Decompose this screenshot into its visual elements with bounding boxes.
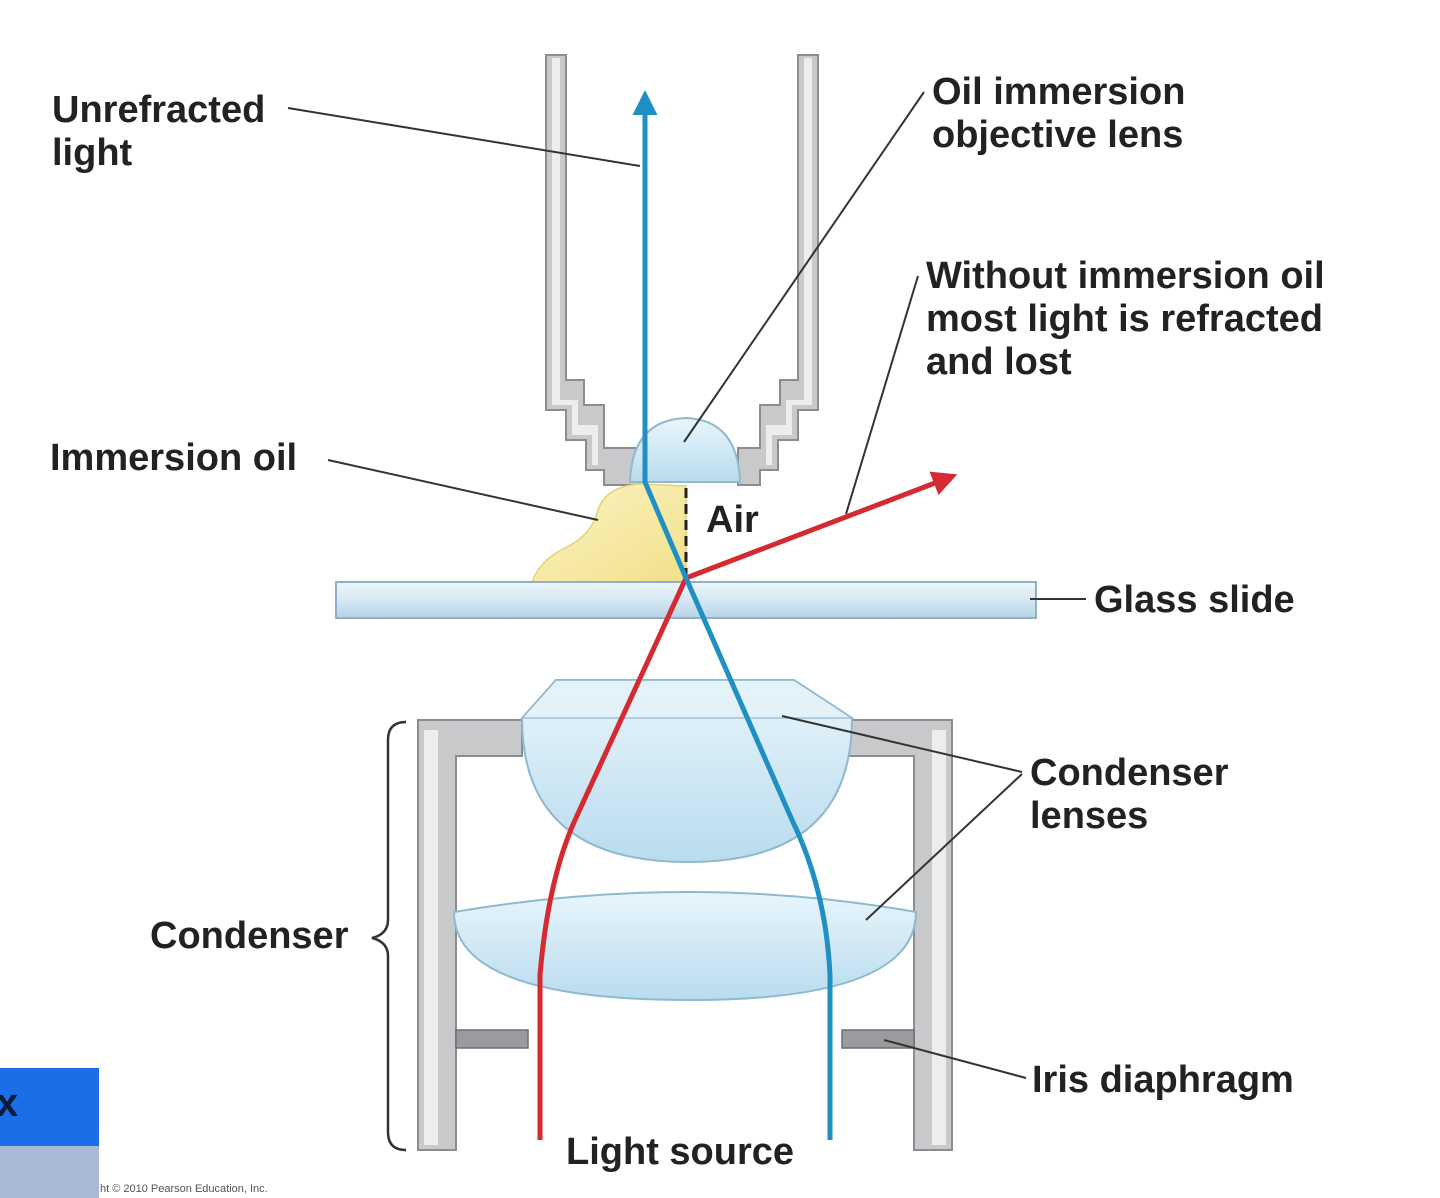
glass-slide <box>335 581 1037 619</box>
iris-diaphragm-left-blade <box>455 1029 529 1049</box>
objective-lens <box>628 416 742 483</box>
objective-tube-right-wall <box>737 54 819 486</box>
label-unrefracted-light: Unrefracted light <box>52 89 276 174</box>
lower-condenser-lens <box>452 891 918 1002</box>
unrefracted-light-ray <box>632 90 833 1140</box>
overlay-panel <box>0 1146 99 1198</box>
condenser-bracket <box>371 720 407 1152</box>
label-iris-diaphragm: Iris diaphragm <box>1032 1059 1294 1101</box>
leader-objective-lens <box>683 91 925 443</box>
label-condenser: Condenser <box>150 915 349 957</box>
label-immersion-oil: Immersion oil <box>50 437 297 479</box>
label-without-immersion-oil: Without immersion oil most light is refr… <box>926 255 1335 383</box>
label-condenser-lenses: Condenser lenses <box>1030 752 1239 837</box>
label-light-source: Light source <box>566 1131 794 1173</box>
leader-iris-diaphragm <box>883 1039 1027 1079</box>
leader-without-immersion-oil <box>845 275 919 515</box>
leader-immersion-oil <box>327 459 599 521</box>
objective-tube-right-highlight <box>766 58 812 465</box>
upper-condenser-lens <box>520 679 854 864</box>
overlay-close-button-label: x <box>0 1081 18 1125</box>
label-glass-slide: Glass slide <box>1094 579 1295 621</box>
objective-tube-left-wall <box>545 54 641 486</box>
objective-tube-left-highlight <box>552 58 598 465</box>
leader-condenser-lens-upper <box>781 715 1023 773</box>
immersion-oil-drop <box>530 483 687 583</box>
overlay-close-button[interactable] <box>0 1068 99 1146</box>
overlay-widget[interactable]: x <box>0 1068 99 1198</box>
label-air: Air <box>706 499 759 541</box>
label-oil-immersion-objective-lens: Oil immersion objective lens <box>932 71 1196 156</box>
refracted-light-ray <box>537 471 958 1140</box>
copyright-credit: ht © 2010 Pearson Education, Inc. <box>100 1183 268 1195</box>
leader-condenser-lens-lower <box>865 773 1023 921</box>
leader-unrefracted-light <box>287 107 641 167</box>
